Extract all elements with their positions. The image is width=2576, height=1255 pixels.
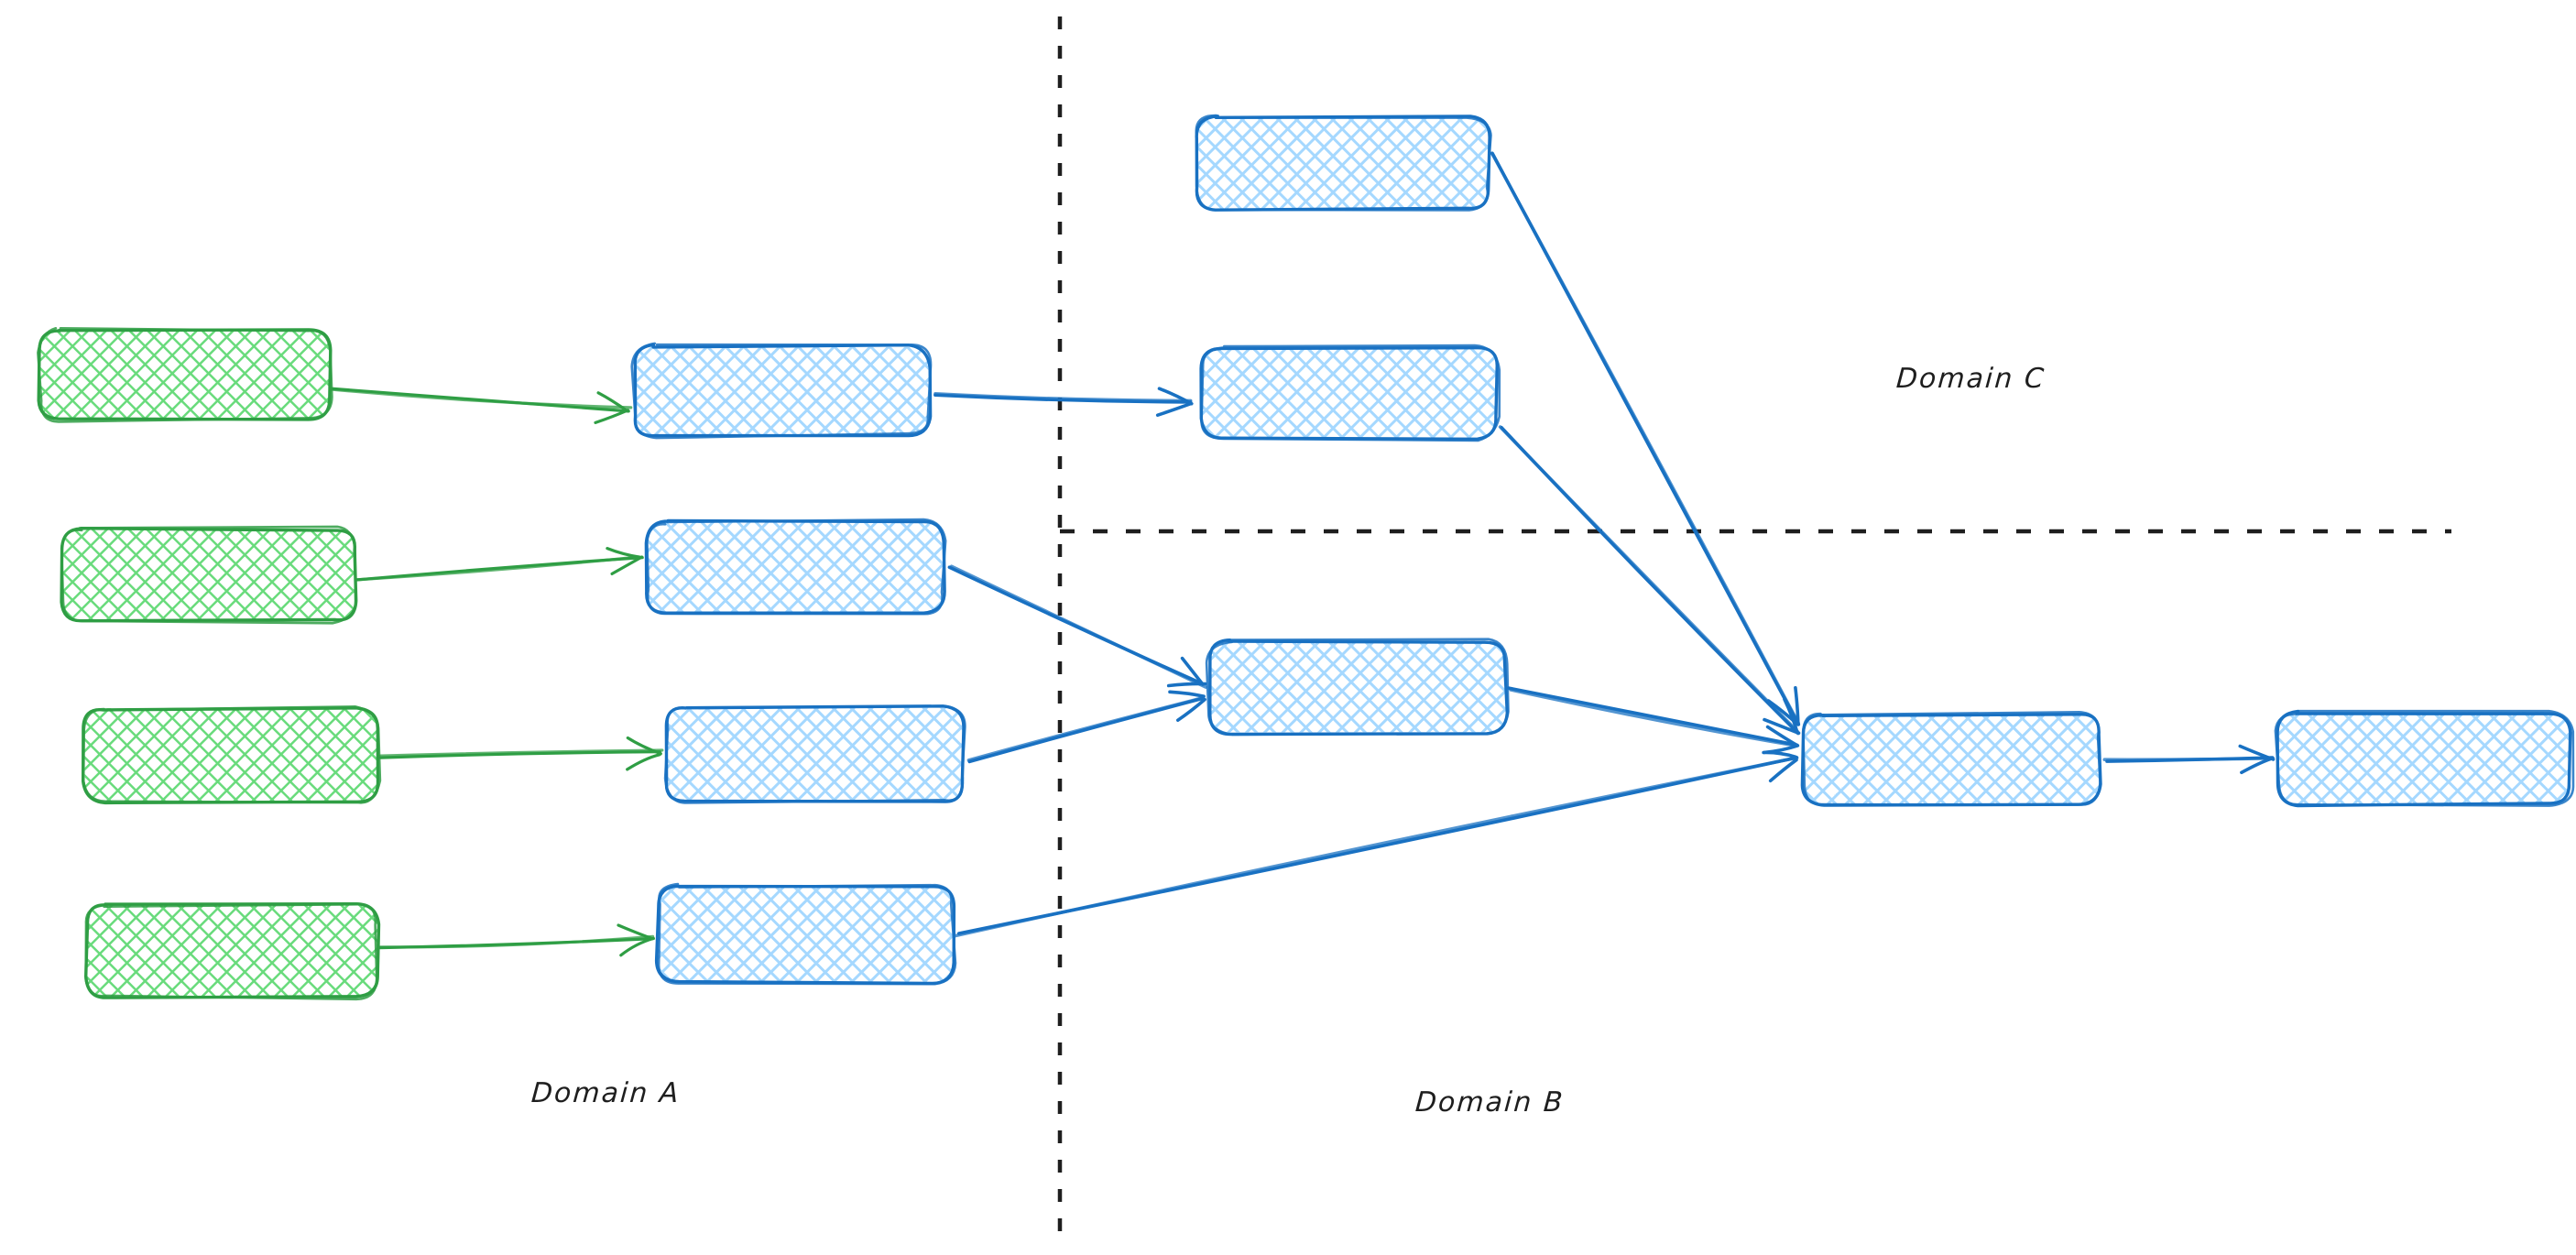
- node-layer: [37, 114, 2575, 1001]
- edge-a2-b2: [353, 547, 644, 582]
- edge-b1-c2: [933, 387, 1194, 417]
- node-b2[interactable]: [644, 518, 947, 616]
- node-c2[interactable]: [1199, 344, 1501, 442]
- node-d1[interactable]: [1800, 711, 2102, 807]
- node-c3[interactable]: [1205, 638, 1510, 737]
- node-a1[interactable]: [37, 327, 333, 423]
- node-b3[interactable]: [663, 704, 966, 804]
- domain-label-a: Domain A: [529, 1077, 682, 1109]
- edge-c1-d1: [1490, 151, 1801, 726]
- edge-layer: [325, 151, 2276, 957]
- edge-d1-e1: [2102, 744, 2276, 775]
- edge-a4-b4: [377, 923, 655, 957]
- node-b4[interactable]: [654, 882, 957, 986]
- edge-b4-d1: [954, 750, 1799, 938]
- node-c1[interactable]: [1195, 114, 1492, 212]
- domain-label-b: Domain B: [1414, 1086, 1566, 1119]
- node-a4[interactable]: [84, 902, 381, 1001]
- edge-b3-c3: [966, 690, 1206, 764]
- domain-label-c: Domain C: [1894, 363, 2047, 395]
- node-b1[interactable]: [630, 342, 933, 440]
- node-e1[interactable]: [2274, 709, 2575, 808]
- divider-layer: [1057, 16, 2451, 1241]
- edge-b2-c3: [947, 564, 1208, 689]
- edge-c2-d1: [1498, 425, 1801, 736]
- node-a2[interactable]: [60, 525, 358, 625]
- edge-a3-b3: [378, 736, 664, 771]
- edge-a1-b1: [325, 387, 633, 424]
- node-a3[interactable]: [82, 705, 382, 805]
- edge-c3-d1: [1507, 686, 1800, 755]
